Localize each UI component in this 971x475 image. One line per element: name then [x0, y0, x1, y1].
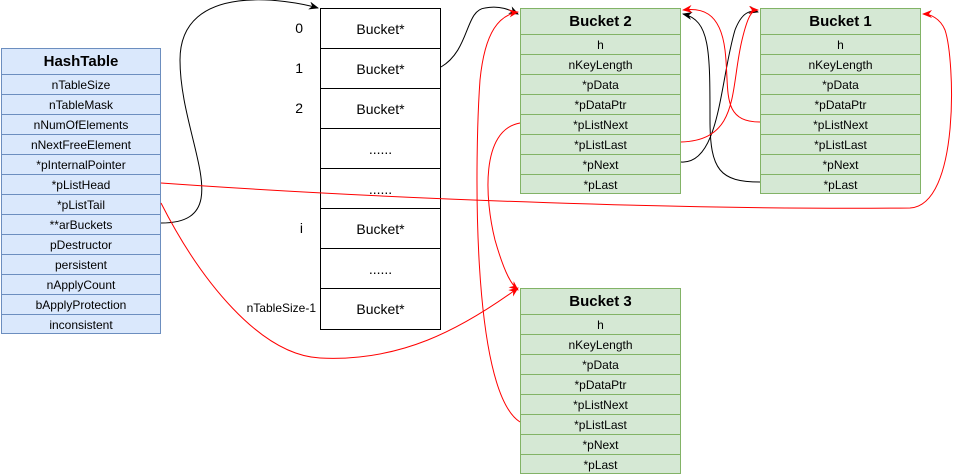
hashtable-field-nnumofelements: nNumOfElements — [2, 115, 160, 135]
bucket-1-field-h: h — [761, 35, 920, 55]
bucket-1-field-pdataptr: *pDataPtr — [761, 95, 920, 115]
bucket-1-title: Bucket 1 — [761, 9, 920, 35]
hashtable-field-arbuckets: **arBuckets — [2, 215, 160, 235]
bucket-1-field-plistlast: *pListLast — [761, 135, 920, 155]
bucket-2-field-pdata: *pData — [521, 75, 680, 95]
bucket-3-field-pdataptr: *pDataPtr — [521, 375, 680, 395]
array-index-1: 1 — [295, 60, 303, 76]
hashtable-field-persistent: persistent — [2, 255, 160, 275]
bucket-3-title: Bucket 3 — [521, 289, 680, 315]
bucket-3-field-pdata: *pData — [521, 355, 680, 375]
bucket-3-field-nkeylength: nKeyLength — [521, 335, 680, 355]
hashtable-field-pinternalpointer: *pInternalPointer — [2, 155, 160, 175]
bucket-3-field-plistnext: *pListNext — [521, 395, 680, 415]
array-cell-ellipsis-1: ...... — [321, 129, 440, 169]
bucket-pointer-array: Bucket* Bucket* Bucket* ...... ...... Bu… — [320, 8, 441, 330]
array-cell-last: Bucket* — [356, 301, 405, 317]
bucket-2-title: Bucket 2 — [521, 9, 680, 35]
arrow-bucket2-plistlast-to-bucket1 — [680, 6, 759, 143]
array-cell-ellipsis-2: ...... — [321, 169, 440, 209]
bucket-2-field-nkeylength: nKeyLength — [521, 55, 680, 75]
bucket-1-field-nkeylength: nKeyLength — [761, 55, 920, 75]
hashtable-field-plisthead: *pListHead — [2, 175, 160, 195]
arrow-array1-to-bucket2 — [440, 6, 519, 68]
arrow-bucket2-pnext-to-bucket1 — [680, 5, 759, 163]
hashtable-field-pdestructor: pDestructor — [2, 235, 160, 255]
hashtable-field-plisttail: *pListTail — [2, 195, 160, 215]
bucket-3-field-pnext: *pNext — [521, 435, 680, 455]
array-cell-2: Bucket* — [321, 89, 440, 129]
array-cell-0: Bucket* — [321, 9, 440, 49]
bucket-2-field-pdataptr: *pDataPtr — [521, 95, 680, 115]
arrow-bucket2-plistnext-to-bucket3 — [487, 122, 521, 291]
bucket-1-field-plast: *pLast — [823, 178, 858, 192]
hashtable-struct: HashTable nTableSize nTableMask nNumOfEl… — [1, 48, 161, 334]
hashtable-field-napplycount: nApplyCount — [2, 275, 160, 295]
bucket-3-field-h: h — [521, 315, 680, 335]
bucket-1-field-pnext: *pNext — [761, 155, 920, 175]
bucket-1-struct: Bucket 1 h nKeyLength *pData *pDataPtr *… — [760, 8, 921, 194]
bucket-2-field-pnext: *pNext — [521, 155, 680, 175]
array-cell-ellipsis-3: ...... — [321, 249, 440, 289]
bucket-2-field-plast: *pLast — [583, 178, 618, 192]
hashtable-field-ntablesize: nTableSize — [2, 75, 160, 95]
bucket-2-field-plistlast: *pListLast — [521, 135, 680, 155]
bucket-2-field-h: h — [521, 35, 680, 55]
arrow-bucket1-plast-to-bucket2 — [682, 12, 761, 183]
array-cell-1: Bucket* — [321, 49, 440, 89]
bucket-3-field-plistlast: *pListLast — [521, 415, 680, 435]
hashtable-field-bapplyprotection: bApplyProtection — [2, 295, 160, 315]
bucket-1-field-pdata: *pData — [761, 75, 920, 95]
hashtable-field-ntablemask: nTableMask — [2, 95, 160, 115]
arrow-bucket3-plistlast-to-bucket2 — [476, 9, 521, 423]
array-index-0: 0 — [295, 20, 303, 36]
bucket-2-struct: Bucket 2 h nKeyLength *pData *pDataPtr *… — [520, 8, 681, 194]
array-index-last: nTableSize-1 — [246, 301, 316, 315]
hashtable-title: HashTable — [2, 49, 160, 75]
hashtable-field-inconsistent: inconsistent — [49, 318, 113, 332]
array-cell-i: Bucket* — [321, 209, 440, 249]
bucket-1-field-plistnext: *pListNext — [761, 115, 920, 135]
array-index-2: 2 — [295, 100, 303, 116]
bucket-3-field-plast: *pLast — [583, 458, 618, 472]
hashtable-field-nnextfreeelement: nNextFreeElement — [2, 135, 160, 155]
bucket-2-field-plistnext: *pListNext — [521, 115, 680, 135]
array-index-i: i — [299, 220, 303, 236]
bucket-3-struct: Bucket 3 h nKeyLength *pData *pDataPtr *… — [520, 288, 681, 474]
arrow-bucket1-plistnext-to-bucket2 — [682, 4, 761, 123]
